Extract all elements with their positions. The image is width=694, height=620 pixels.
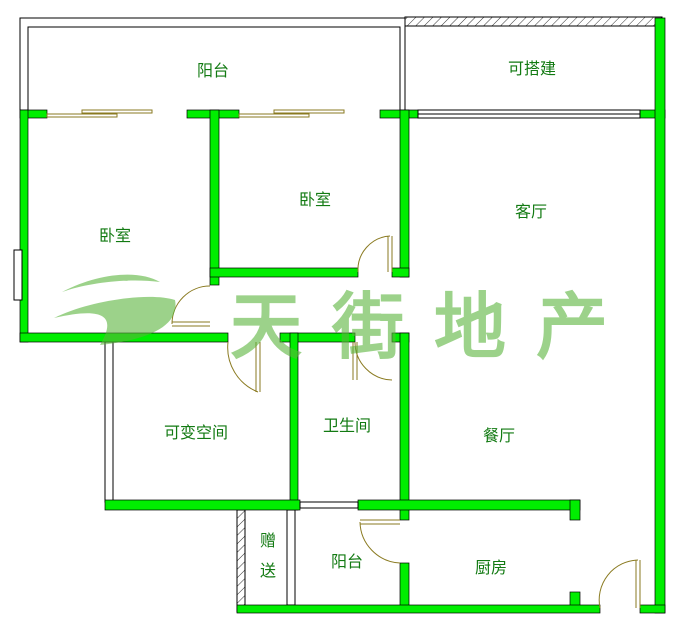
room-label-bathroom: 卫生间	[322, 416, 372, 435]
room-label-living-room: 客厅	[514, 202, 548, 221]
room-label-balcony-top: 阳台	[196, 61, 230, 80]
room-label-flex-space: 可变空间	[163, 423, 229, 442]
windows	[13, 109, 641, 509]
room-label-kitchen: 厨房	[474, 558, 508, 577]
room-label-bedroom-mid: 卧室	[298, 190, 332, 209]
room-label-balcony-bottom: 阳台	[330, 552, 364, 571]
room-label-buildable: 可搭建	[507, 59, 557, 78]
logo-watermark	[54, 274, 176, 345]
sliding-doors[interactable]	[46, 109, 345, 118]
watermark-text: 天街地产	[230, 285, 639, 369]
hatched-wall-top	[404, 16, 663, 27]
hatched-wall-bottom	[236, 509, 246, 613]
swing-doors[interactable]	[171, 235, 641, 609]
room-label-bedroom-left: 卧室	[98, 226, 132, 245]
room-label-dining-room: 餐厅	[482, 426, 516, 445]
room-label-gift: 赠送	[257, 532, 276, 592]
